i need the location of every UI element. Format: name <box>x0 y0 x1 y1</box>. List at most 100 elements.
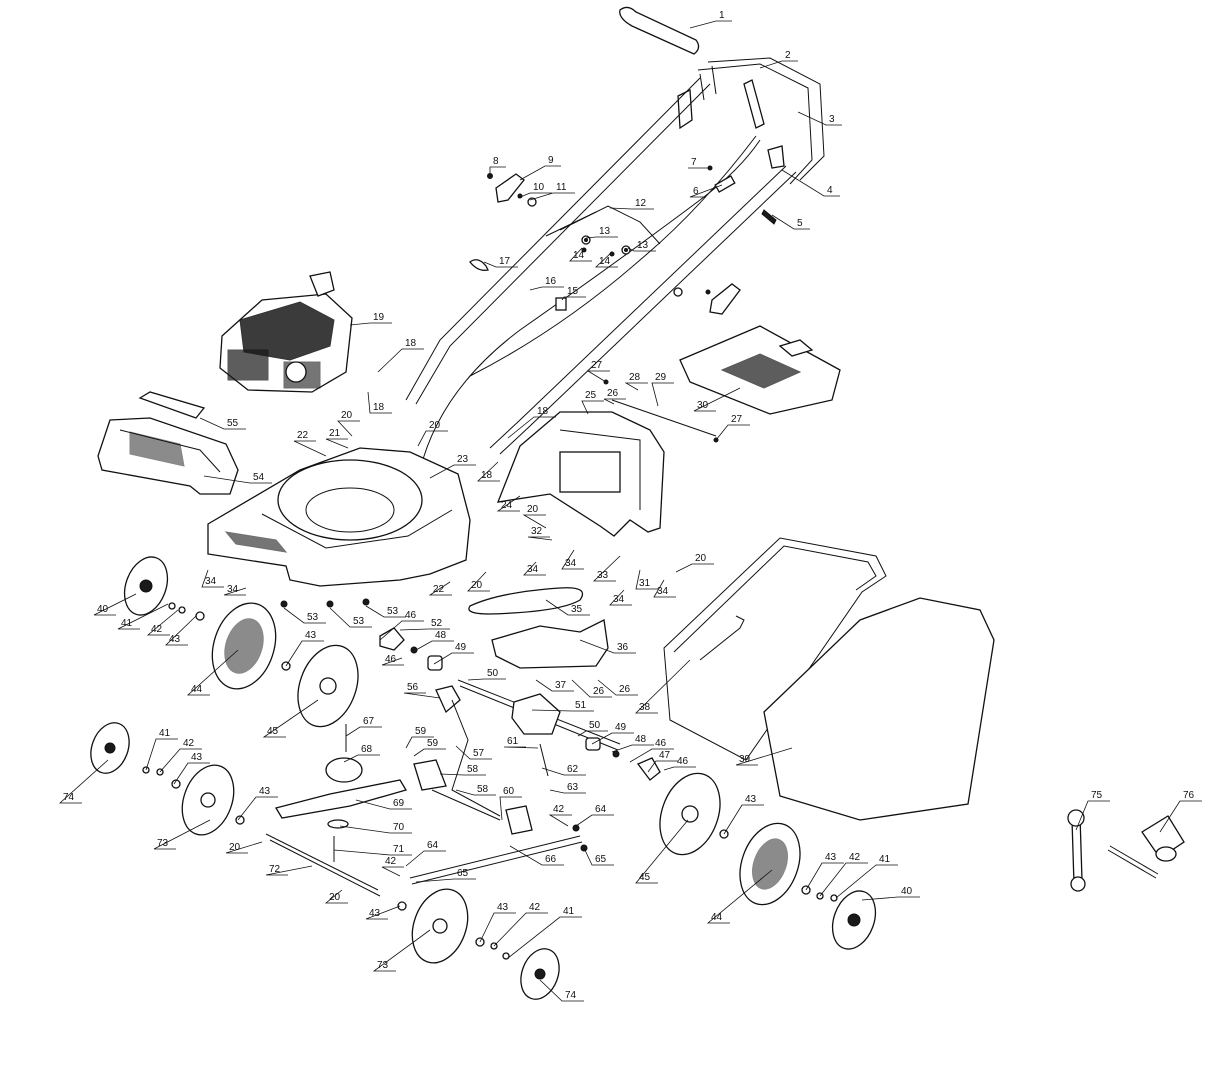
callout-63: 63 <box>549 782 586 794</box>
callout-42: 42 <box>493 902 548 947</box>
callout-35: 35 <box>545 599 590 616</box>
callout-42: 42 <box>548 804 572 827</box>
leader-line <box>324 889 348 904</box>
callout-14: 14 <box>569 247 592 262</box>
callout-22: 22 <box>428 581 452 596</box>
leader-line <box>624 382 648 391</box>
callout-number: 47 <box>659 750 671 761</box>
callout-number: 41 <box>879 854 891 865</box>
callout-51: 51 <box>531 700 594 712</box>
callout-16: 16 <box>529 276 564 291</box>
callout-number: 55 <box>227 418 239 429</box>
callout-number: 11 <box>556 182 567 193</box>
callout-58: 58 <box>455 784 496 796</box>
leader-line <box>265 865 313 876</box>
callout-number: 27 <box>731 414 743 425</box>
leader-line <box>403 692 441 699</box>
callout-number: 23 <box>457 454 469 465</box>
leader-line <box>483 261 518 268</box>
callout-66: 66 <box>509 845 564 866</box>
callout-49: 49 <box>591 722 634 745</box>
callout-18: 18 <box>377 338 424 373</box>
callout-number: 18 <box>481 470 493 481</box>
top-handle-bar <box>619 6 825 185</box>
callout-18: 18 <box>476 461 500 482</box>
callout-number: 16 <box>545 276 557 287</box>
callout-number: 45 <box>639 872 651 883</box>
callout-42: 42 <box>146 609 179 636</box>
leader-line <box>165 615 197 646</box>
callout-number: 56 <box>407 682 419 693</box>
leader-line <box>647 760 678 773</box>
leader-line <box>58 759 109 804</box>
callout-number: 36 <box>617 642 629 653</box>
callout-number: 49 <box>615 722 627 733</box>
callout-number: 20 <box>429 420 441 431</box>
leader-line <box>379 620 424 641</box>
leader-line <box>499 796 522 821</box>
callout-13: 13 <box>585 226 618 239</box>
callout-44: 44 <box>706 869 773 924</box>
callout-number: 48 <box>635 734 647 745</box>
leader-line <box>159 748 202 773</box>
callout-28: 28 <box>624 372 648 391</box>
leader-line <box>539 979 584 1002</box>
callout-number: 13 <box>637 240 649 251</box>
callout-number: 13 <box>599 226 611 237</box>
callout-49: 49 <box>433 642 474 665</box>
leader-line <box>527 536 553 541</box>
leader-line <box>225 841 263 854</box>
callout-number: 73 <box>377 960 389 971</box>
callout-34: 34 <box>653 579 676 598</box>
leader-line <box>523 561 546 576</box>
callout-number: 75 <box>1091 790 1103 801</box>
callout-50: 50 <box>467 668 506 681</box>
callout-6: 6 <box>689 184 723 198</box>
callout-55: 55 <box>199 417 246 430</box>
callout-20: 20 <box>467 571 490 592</box>
leader-line <box>781 169 840 197</box>
leader-line <box>223 587 247 596</box>
callout-number: 43 <box>825 852 837 863</box>
callout-20: 20 <box>225 841 263 854</box>
callout-number: 43 <box>497 902 509 913</box>
leader-line <box>476 461 500 482</box>
callout-18: 18 <box>367 391 392 414</box>
callout-number: 69 <box>393 798 405 809</box>
callout-3: 3 <box>797 111 842 126</box>
callout-27: 27 <box>715 414 750 441</box>
leader-line <box>455 789 496 796</box>
callout-48: 48 <box>415 630 454 651</box>
callout-40: 40 <box>93 593 137 616</box>
callout-number: 40 <box>97 604 109 615</box>
callout-15: 15 <box>561 286 586 301</box>
callout-number: 68 <box>361 744 373 755</box>
callout-41: 41 <box>507 906 582 959</box>
leader-line <box>1075 800 1110 831</box>
callout-number: 59 <box>415 726 427 737</box>
callout-number: 14 <box>573 250 585 261</box>
callout-number: 49 <box>455 642 467 653</box>
callout-36: 36 <box>579 639 636 654</box>
callout-41: 41 <box>117 603 169 630</box>
cable-assembly <box>419 135 785 471</box>
callout-number: 32 <box>531 526 543 537</box>
leader-line <box>603 398 626 405</box>
leader-line <box>735 747 793 766</box>
leader-line <box>367 391 392 414</box>
callout-number: 7 <box>691 157 697 168</box>
leader-line <box>541 767 586 776</box>
callout-number: 45 <box>267 726 279 737</box>
callout-47: 47 <box>647 750 678 773</box>
leader-line <box>805 862 844 891</box>
leader-line <box>429 464 476 479</box>
callout-46: 46 <box>381 654 404 666</box>
leader-line <box>153 819 211 850</box>
leader-line <box>325 438 349 449</box>
callout-56: 56 <box>403 682 441 699</box>
callout-43: 43 <box>165 615 197 646</box>
callout-number: 43 <box>369 908 381 919</box>
leader-line <box>349 322 392 326</box>
callout-13: 13 <box>627 240 656 252</box>
callout-number: 42 <box>151 624 163 635</box>
